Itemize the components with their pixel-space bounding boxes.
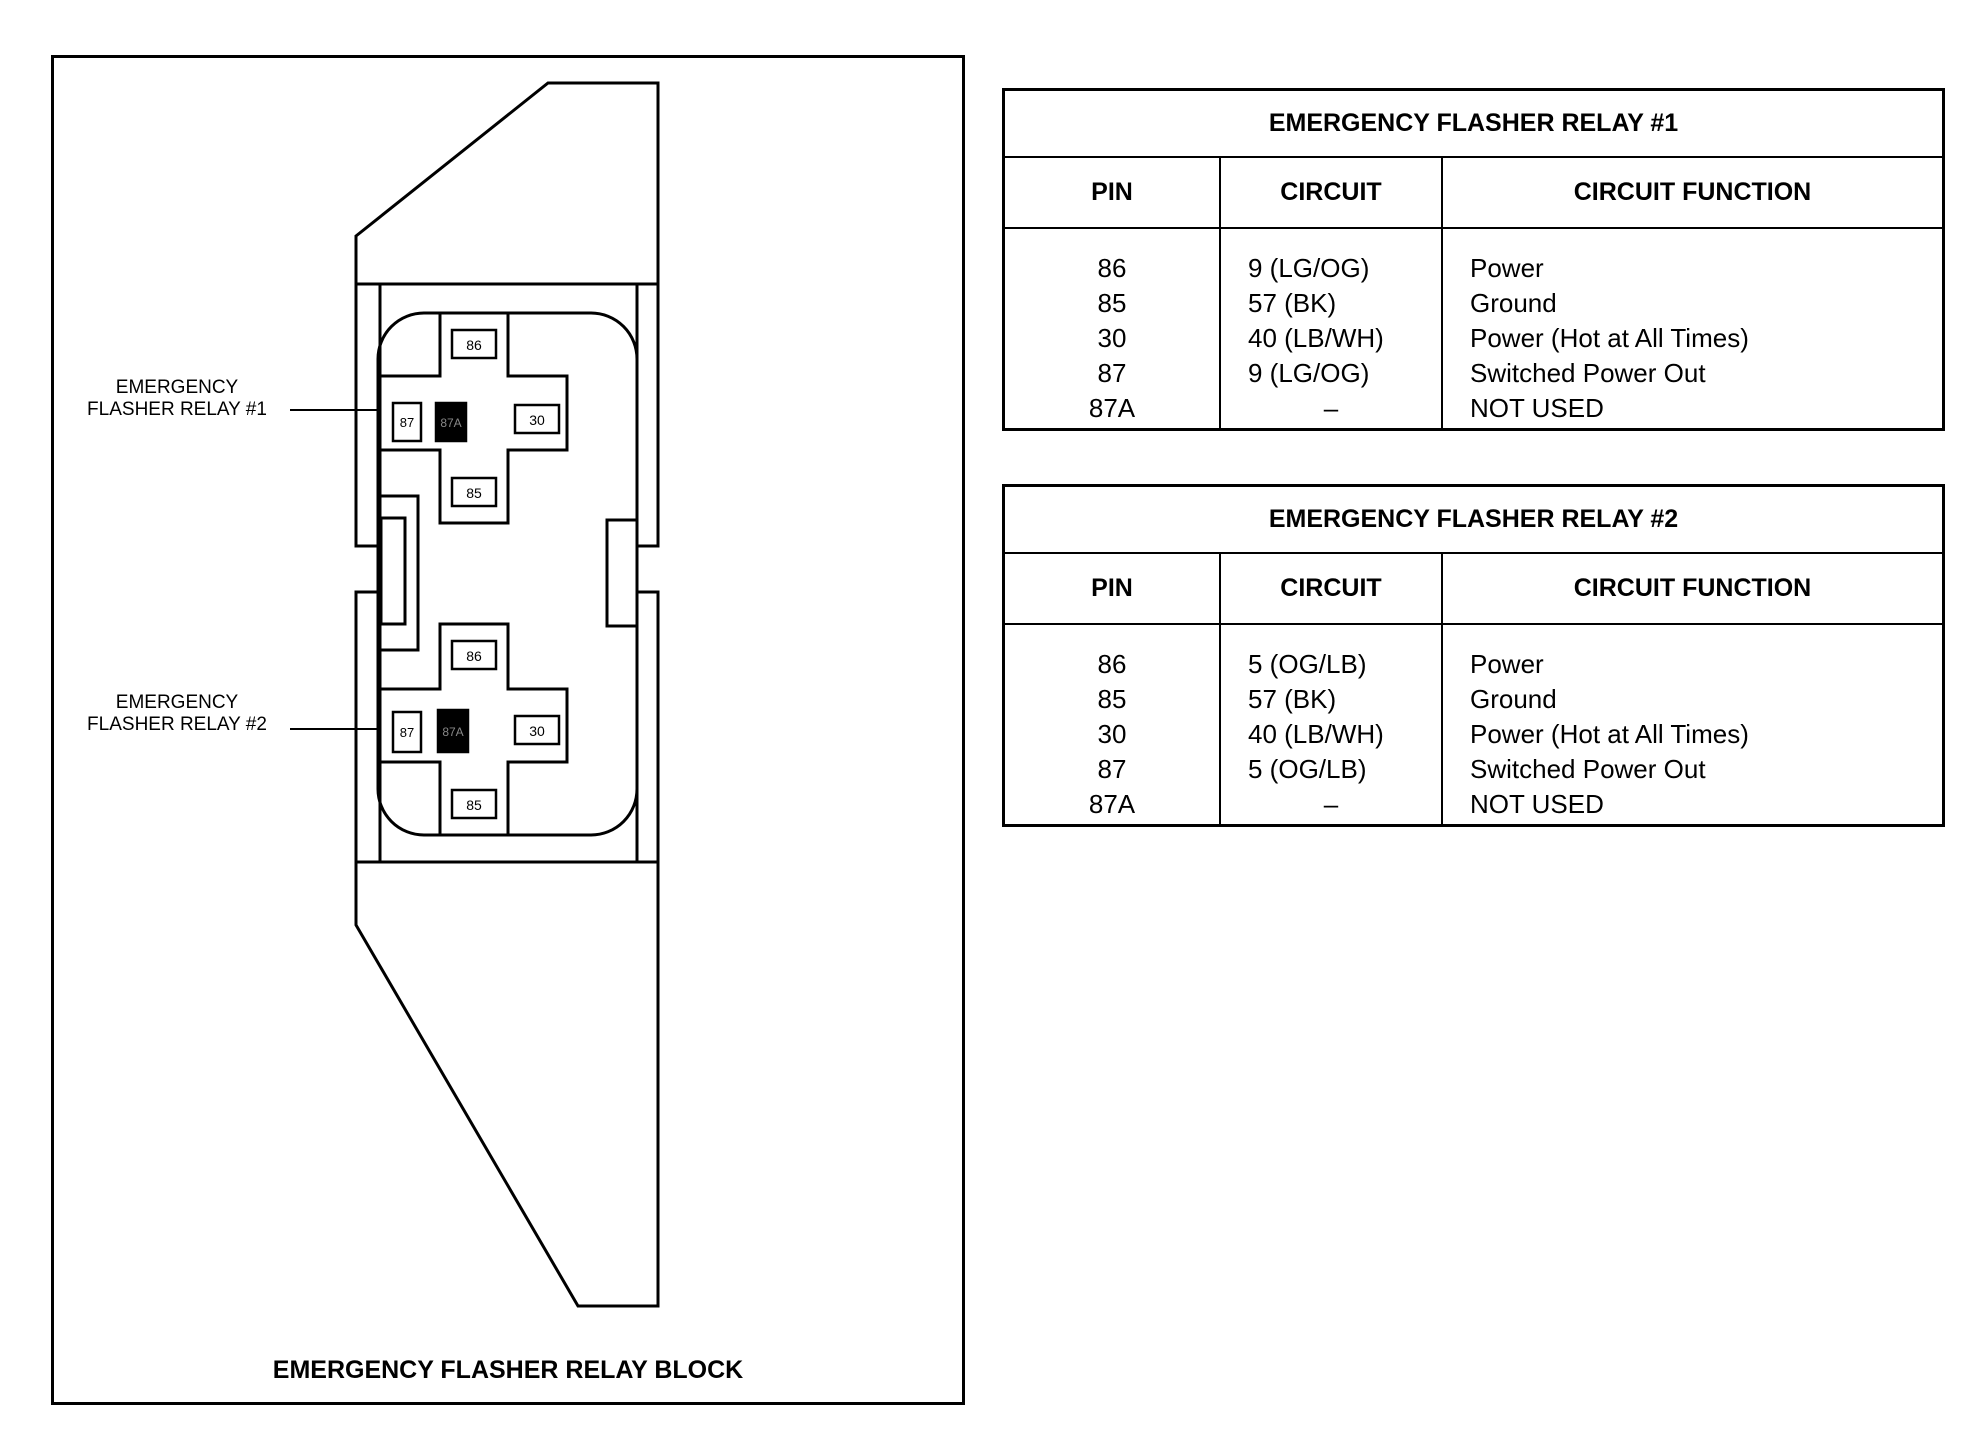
relay-2-pin-87a-box (436, 708, 470, 754)
function-value: Ground (1470, 684, 1557, 714)
relay-2-pin-86-label: 86 (466, 648, 482, 664)
circuit-value: 40 (LB/WH) (1248, 323, 1384, 353)
block-right-rail-upper (635, 284, 660, 548)
table-body: 86 85 30 87 87A 5 (OG/LB) 57 (BK) 40 (LB… (1002, 624, 1945, 826)
relay-2-pin-87-box (391, 710, 423, 754)
function-column: Power Ground Power (Hot at All Times) Sw… (1441, 624, 1945, 826)
pin-value: 87A (1088, 789, 1136, 819)
column-header-pin: PIN (1002, 552, 1221, 625)
relay-1-pin-85-label: 85 (466, 485, 482, 501)
circuit-column: 9 (LG/OG) 57 (BK) 40 (LB/WH) 9 (LG/OG) – (1219, 228, 1443, 430)
circuit-value: 57 (BK) (1248, 288, 1337, 318)
pin-value: 30 (1097, 719, 1127, 749)
function-value: Power (1470, 253, 1544, 283)
pin-value: 87 (1097, 754, 1127, 784)
pin-value: 85 (1097, 288, 1127, 318)
left-latch (376, 494, 420, 652)
relay-1-pin-87-box (391, 401, 423, 443)
pin-column: 86 85 30 87 87A (1002, 624, 1221, 826)
relay-1-pins: 86 87 87A 30 85 (391, 328, 561, 508)
pin-value: 30 (1097, 323, 1127, 353)
relay-2-pin-85-label: 85 (466, 797, 482, 813)
column-header-circuit: CIRCUIT (1219, 552, 1443, 625)
pin-value: 87 (1097, 358, 1127, 388)
relay-2-socket (376, 622, 569, 837)
callout-relay-2: EMERGENCY FLASHER RELAY #2 (87, 692, 267, 735)
block-top-cap (354, 81, 660, 286)
table-title: EMERGENCY FLASHER RELAY #1 (1002, 88, 1945, 158)
function-value: Power (Hot at All Times) (1470, 719, 1749, 749)
relay-1-pin-30-box (513, 403, 561, 435)
function-value: Ground (1470, 288, 1557, 318)
function-column: Power Ground Power (Hot at All Times) Sw… (1441, 228, 1945, 430)
relay-1-pin-86-label: 86 (466, 337, 482, 353)
relay-1-pin-86-box (450, 328, 498, 360)
block-left-rail-upper (354, 284, 382, 548)
table-body: 86 85 30 87 87A 9 (LG/OG) 57 (BK) 40 (LB… (1002, 228, 1945, 430)
circuit-column: 5 (OG/LB) 57 (BK) 40 (LB/WH) 5 (OG/LB) – (1219, 624, 1443, 826)
relay-1-pin-table: EMERGENCY FLASHER RELAY #1 PIN CIRCUIT C… (1002, 88, 1945, 431)
relay-1-pin-87a-label: 87A (440, 416, 461, 430)
left-latch-inner (379, 516, 407, 626)
circuit-value: 5 (OG/LB) (1248, 649, 1367, 679)
circuit-value: – (1323, 393, 1339, 423)
column-header-circuit-function: CIRCUIT FUNCTION (1441, 156, 1945, 229)
relay-1-pin-87a-box (434, 401, 468, 443)
circuit-value: 9 (LG/OG) (1248, 358, 1370, 388)
pin-value: 86 (1097, 649, 1127, 679)
circuit-value: 9 (LG/OG) (1248, 253, 1370, 283)
relay-1-pin-87-label: 87 (400, 415, 414, 430)
block-right-rail-lower (635, 590, 660, 862)
relay-2-pin-30-label: 30 (529, 723, 545, 739)
relay-2-pin-87a-label: 87A (442, 725, 463, 739)
pin-value: 86 (1097, 253, 1127, 283)
relay-2-pin-86-box (450, 639, 498, 671)
pin-value: 87A (1088, 393, 1136, 423)
block-lower-body (354, 862, 660, 1308)
relay-2-pin-table: EMERGENCY FLASHER RELAY #2 PIN CIRCUIT C… (1002, 484, 1945, 827)
function-value: Power (Hot at All Times) (1470, 323, 1749, 353)
relay-2-pins: 86 87 87A 30 85 (391, 639, 561, 820)
relay-2-pin-85-box (450, 788, 498, 820)
column-header-circuit-function: CIRCUIT FUNCTION (1441, 552, 1945, 625)
column-header-circuit: CIRCUIT (1219, 156, 1443, 229)
pin-value: 85 (1097, 684, 1127, 714)
relay-1-pin-85-box (450, 476, 498, 508)
column-header-pin: PIN (1002, 156, 1221, 229)
relay-2-pin-87-label: 87 (400, 725, 414, 740)
function-value: NOT USED (1470, 789, 1604, 819)
relay-1-socket (376, 311, 569, 525)
circuit-value: 5 (OG/LB) (1248, 754, 1367, 784)
circuit-value: – (1323, 789, 1339, 819)
function-value: NOT USED (1470, 393, 1604, 423)
diagram-frame (51, 55, 965, 1405)
circuit-value: 40 (LB/WH) (1248, 719, 1384, 749)
diagram-title: EMERGENCY FLASHER RELAY BLOCK (272, 1356, 744, 1384)
function-value: Switched Power Out (1470, 358, 1706, 388)
right-latch (605, 518, 639, 628)
callout-relay-1: EMERGENCY FLASHER RELAY #1 (87, 377, 267, 420)
relay-1-pin-30-label: 30 (529, 412, 545, 428)
function-value: Power (1470, 649, 1544, 679)
block-left-rail-lower (354, 590, 382, 862)
table-title: EMERGENCY FLASHER RELAY #2 (1002, 484, 1945, 554)
relay-2-pin-30-box (513, 714, 561, 746)
pin-column: 86 85 30 87 87A (1002, 228, 1221, 430)
function-value: Switched Power Out (1470, 754, 1706, 784)
circuit-value: 57 (BK) (1248, 684, 1337, 714)
